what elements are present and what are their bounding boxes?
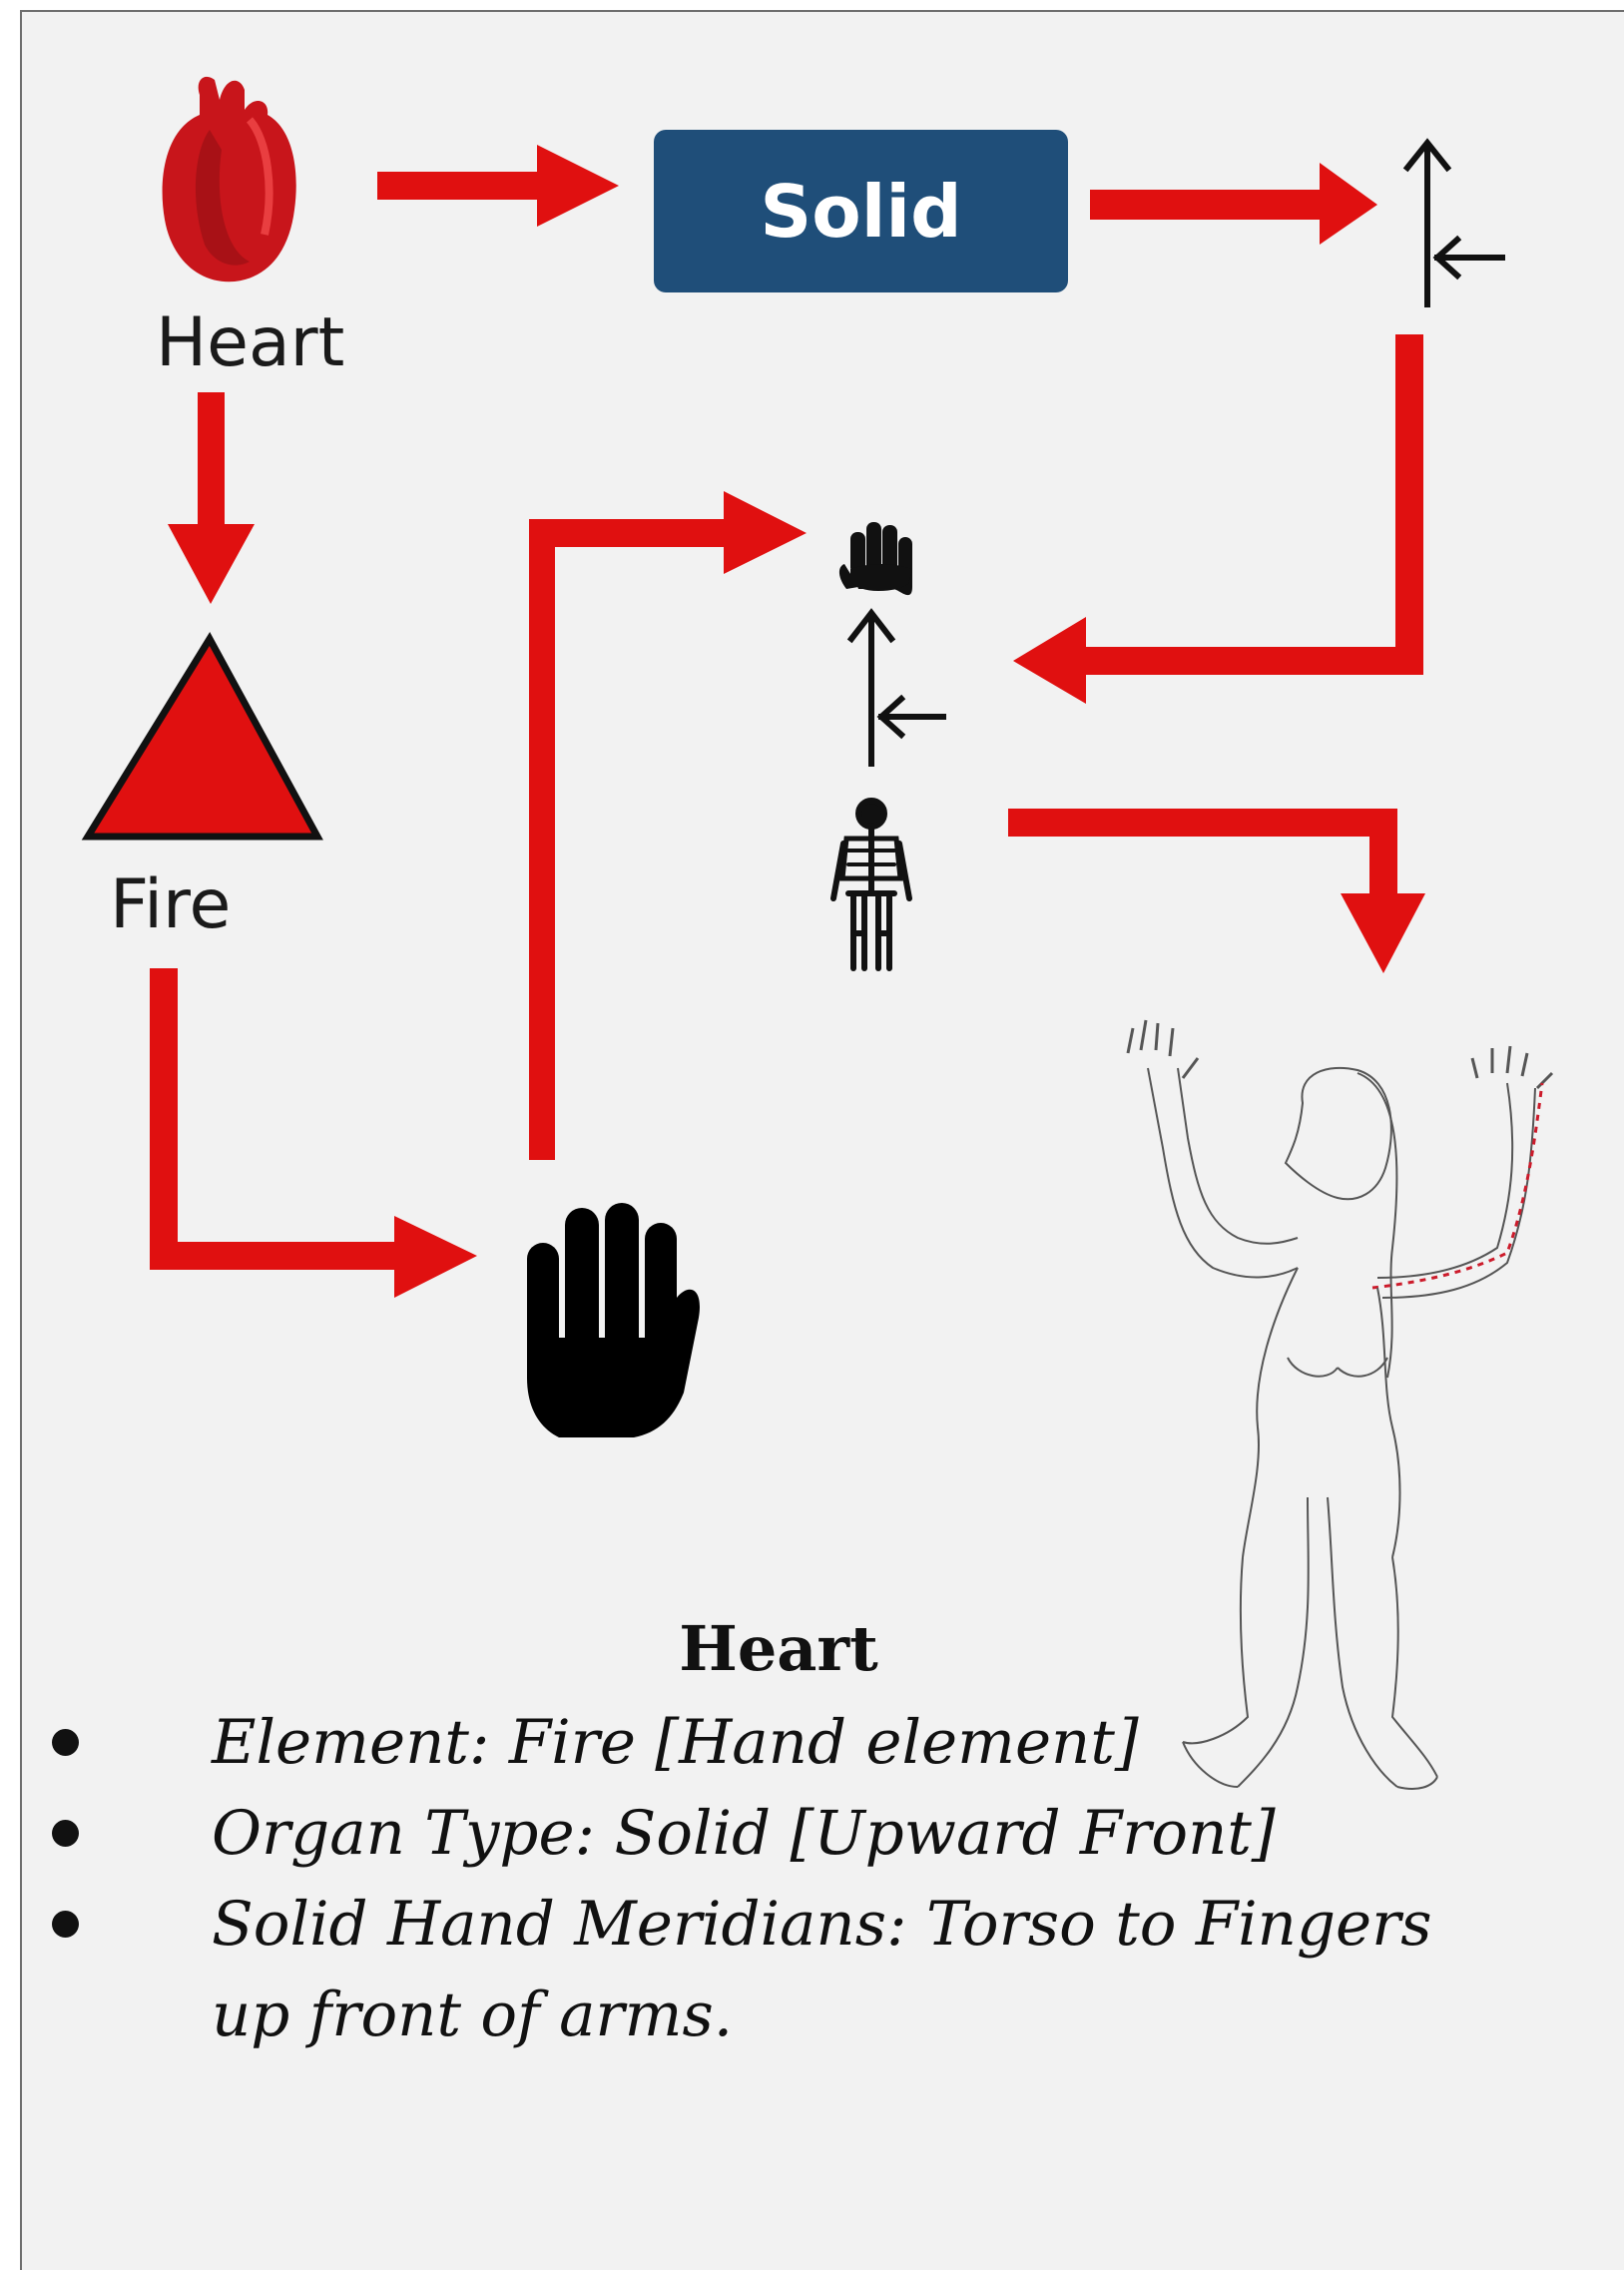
bullet-meridians: Solid Hand Meridians: Torso to Fingers u…	[40, 1879, 1499, 2060]
skeleton-icon	[833, 801, 909, 968]
summary-title: Heart	[559, 1612, 998, 1685]
center-up-arrow-icon	[851, 613, 943, 764]
arrow-direction-to-center	[1013, 334, 1423, 704]
arrow-center-to-body	[1008, 809, 1425, 973]
hand-icon	[527, 1203, 700, 1437]
summary-bullet-list: Element: Fire [Hand element] Organ Type:…	[40, 1697, 1477, 2060]
bullet-dot-icon	[52, 1729, 79, 1756]
bullet-organ-type: Organ Type: Solid [Upward Front]	[40, 1788, 1477, 1879]
bullet-text: Organ Type: Solid [Upward Front]	[212, 1798, 1276, 1869]
bullet-dot-icon	[52, 1820, 79, 1847]
up-arrow-icon	[1407, 143, 1502, 304]
fire-label: Fire	[110, 871, 231, 939]
arrow-heart-to-fire	[168, 392, 255, 604]
fire-triangle-icon	[88, 639, 317, 837]
bullet-text: Element: Fire [Hand element]	[212, 1707, 1139, 1778]
solid-box: Solid	[654, 130, 1068, 292]
arrow-hand-to-small-hand	[529, 491, 807, 1160]
solid-label: Solid	[760, 170, 961, 254]
arrow-heart-to-solid	[377, 145, 619, 227]
arrow-solid-to-direction	[1090, 163, 1377, 245]
body-figure-icon	[1128, 1020, 1552, 1789]
bullet-text: Solid Hand Meridians: Torso to Fingers u…	[212, 1889, 1432, 2050]
bullet-element: Element: Fire [Hand element]	[40, 1697, 1477, 1788]
bullet-dot-icon	[52, 1911, 79, 1938]
small-hand-icon	[839, 522, 912, 595]
heart-label: Heart	[156, 309, 344, 377]
arrow-fire-to-hand	[150, 968, 477, 1298]
heart-organ-icon	[163, 77, 296, 282]
